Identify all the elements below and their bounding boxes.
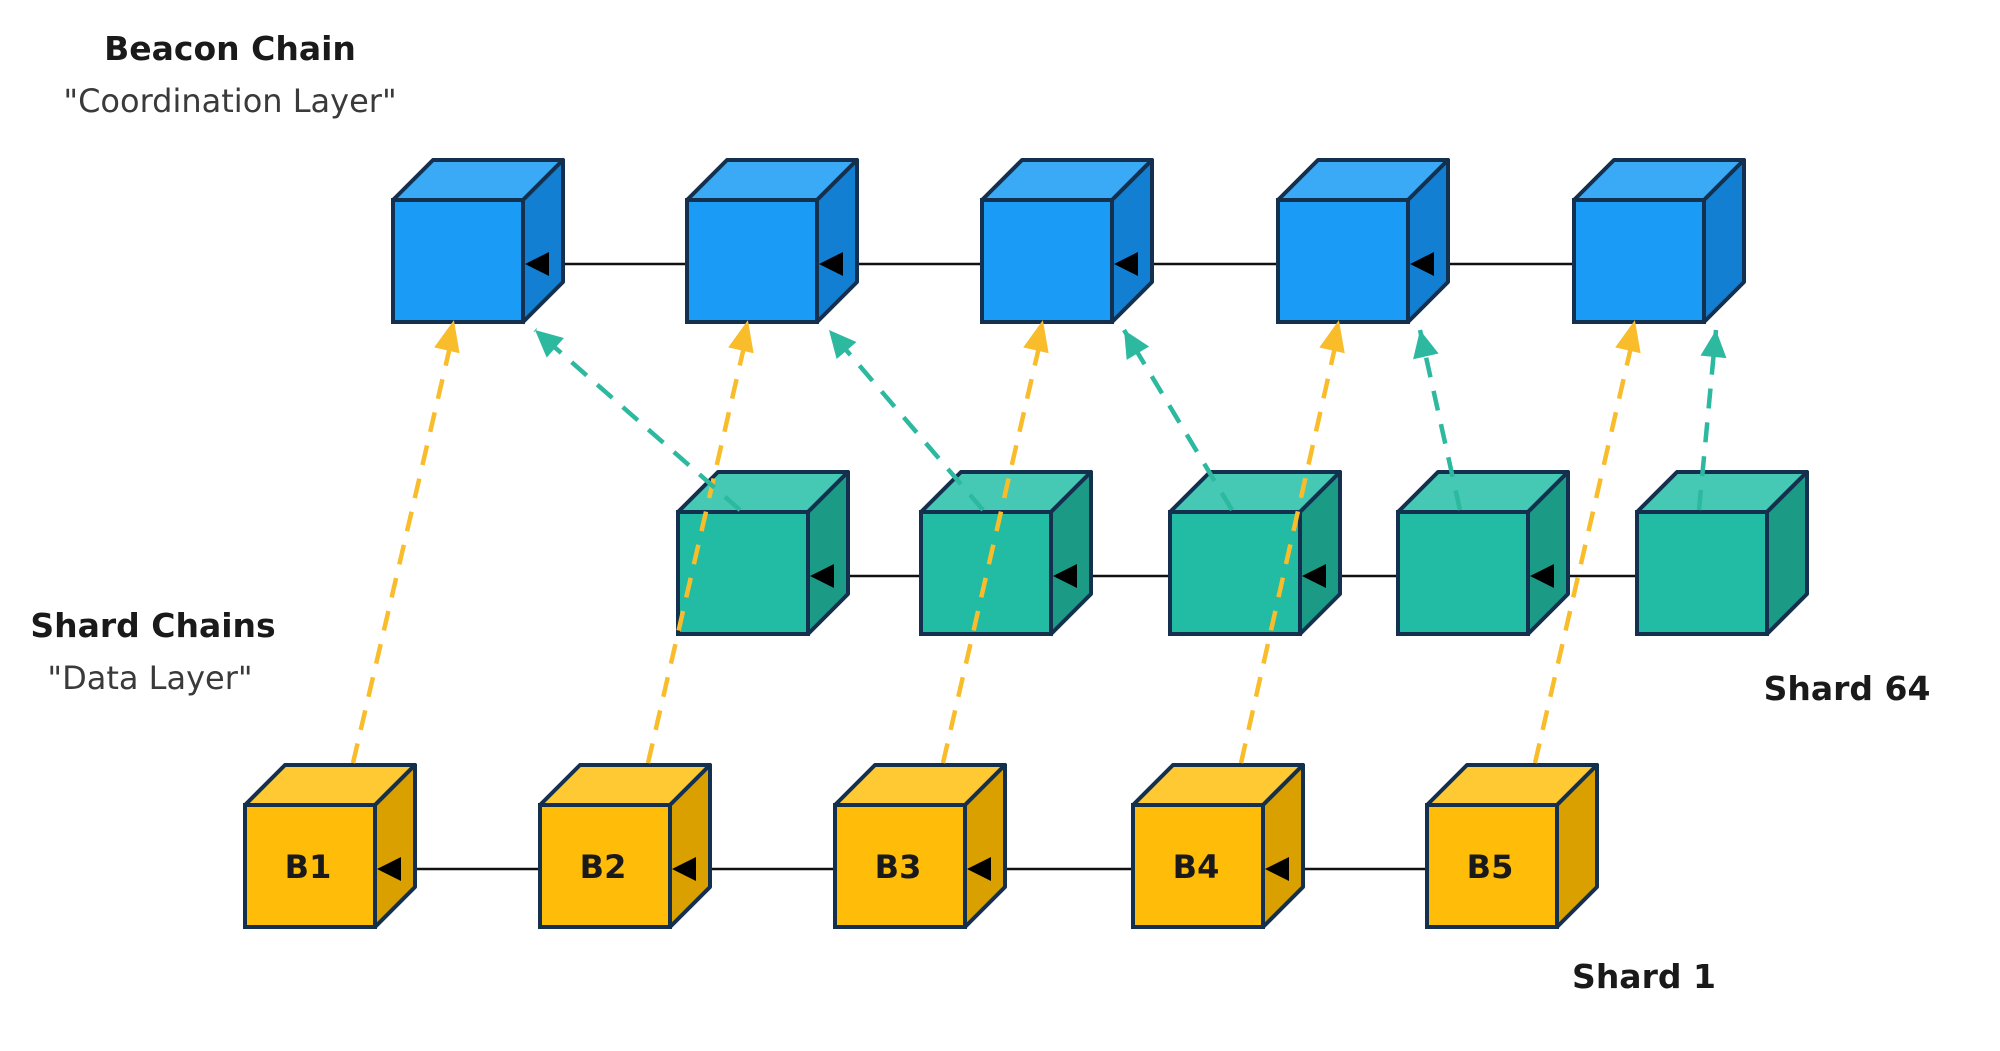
cube-front-face [1276, 198, 1410, 324]
beacon-block-2 [685, 158, 859, 324]
teal-arrowhead [1413, 330, 1439, 360]
chain-arrowhead [967, 857, 991, 881]
yellow-arrowhead [1023, 320, 1049, 354]
beacon-chain-title: Beacon Chain [104, 29, 356, 68]
block-label: B5 [1467, 848, 1514, 886]
chain-arrowhead [1114, 252, 1138, 276]
cube-front-face [538, 803, 672, 929]
shard1-block-3: B3 [833, 763, 1007, 929]
block-label: B3 [875, 848, 922, 886]
shard64-block-1 [676, 470, 850, 636]
shard1-to-beacon-link [1532, 333, 1637, 764]
chain-arrowhead [810, 564, 834, 588]
chain-arrowhead [1053, 564, 1077, 588]
beacon-chain-row [391, 158, 1746, 324]
crosslinks [350, 320, 1727, 764]
shard64-block-3 [1168, 470, 1342, 636]
teal-arrowhead [829, 330, 857, 360]
cube-front-face [919, 510, 1053, 636]
shard1-block-1: B1 [243, 763, 417, 929]
teal-arrowhead [1124, 330, 1150, 360]
shard1-to-beacon-link [350, 333, 456, 764]
teal-arrowhead [535, 330, 564, 358]
chain-arrowhead [819, 252, 843, 276]
chain-arrowhead [1302, 564, 1326, 588]
chain-arrowhead [377, 857, 401, 881]
cube-front-face [391, 198, 525, 324]
cube-front-face [676, 510, 810, 636]
shard64-block-4 [1396, 470, 1570, 636]
cube-front-face [833, 803, 967, 929]
chain-arrowhead [525, 252, 549, 276]
shard64-to-beacon-link [827, 328, 985, 512]
chain-arrowhead [672, 857, 696, 881]
yellow-arrowhead [1319, 320, 1345, 354]
shard64-block-2 [919, 470, 1093, 636]
shard64-to-beacon-link [1417, 329, 1463, 511]
shard1-to-beacon-link [1238, 333, 1341, 764]
beacon-block-4 [1276, 158, 1450, 324]
cube-front-face [1396, 510, 1530, 636]
cube-front-face [685, 198, 819, 324]
yellow-arrowhead [728, 320, 754, 354]
shard-64-row [676, 470, 1809, 636]
chain-arrowhead [1410, 252, 1434, 276]
cube-front-face [980, 198, 1114, 324]
shard1-block-4: B4 [1131, 763, 1305, 929]
block-label: B1 [285, 848, 332, 886]
cube-front-face [1425, 803, 1559, 929]
shard-chains-subtitle: "Data Layer" [47, 659, 252, 697]
shard1-block-5: B5 [1425, 763, 1599, 929]
beacon-block-5 [1572, 158, 1746, 324]
cube-front-face [1168, 510, 1302, 636]
shard1-to-beacon-link [940, 333, 1045, 764]
shard64-block-5 [1635, 470, 1809, 636]
cube-front-face [1635, 510, 1769, 636]
shard64-to-beacon-link [1696, 329, 1719, 511]
cube-front-face [1131, 803, 1265, 929]
cube-front-face [1572, 198, 1706, 324]
cube-front-face [243, 803, 377, 929]
beacon-block-1 [391, 158, 565, 324]
shard-64-label: Shard 64 [1764, 669, 1931, 708]
shard1-block-2: B2 [538, 763, 712, 929]
shard-chains-title: Shard Chains [30, 606, 275, 645]
block-label: B4 [1173, 848, 1220, 886]
chain-arrowhead [1530, 564, 1554, 588]
block-label: B2 [580, 848, 627, 886]
shard64-to-beacon-link [533, 328, 742, 512]
chain-arrowhead [1265, 857, 1289, 881]
chain-arrowheads [377, 252, 1554, 881]
teal-arrowhead [1700, 330, 1727, 359]
shard-1-label: Shard 1 [1572, 957, 1716, 996]
yellow-arrowhead [1615, 320, 1641, 354]
chain-lines [405, 262, 1637, 871]
shard1-to-beacon-link [645, 333, 750, 764]
yellow-arrowhead [434, 320, 460, 354]
beacon-block-3 [980, 158, 1154, 324]
shard64-to-beacon-link [1122, 328, 1234, 512]
shard-1-row: B1 B2 B3 B4 B5 [243, 763, 1599, 929]
beacon-chain-subtitle: "Coordination Layer" [63, 82, 396, 120]
